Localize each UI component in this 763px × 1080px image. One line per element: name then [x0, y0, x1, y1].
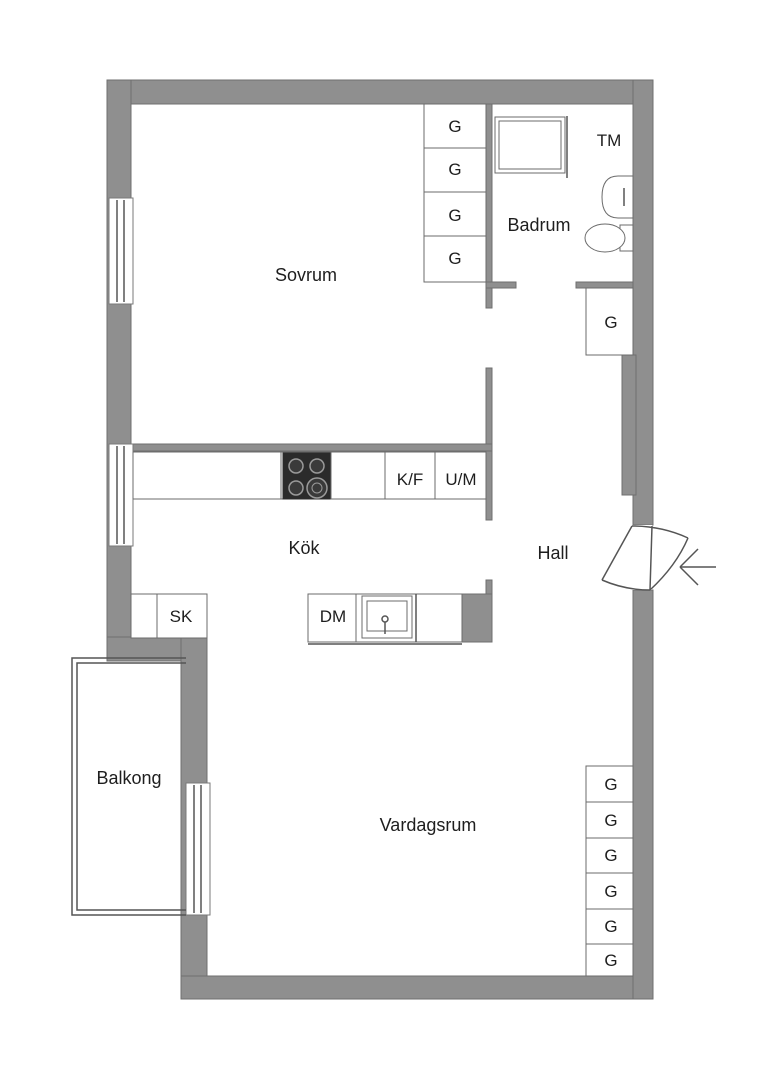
wardrobe-living-2 [585, 801, 634, 839]
wardrobe-bedroom-1 [423, 103, 487, 149]
wardrobe-living-5 [585, 908, 634, 945]
label-wardrobe: G [604, 882, 617, 901]
entrance-door [601, 525, 689, 591]
label-dishwasher: DM [320, 607, 346, 626]
label-wardrobe: G [448, 160, 461, 179]
label-oven-microwave: U/M [445, 470, 476, 489]
label-wardrobe: G [604, 951, 617, 970]
tall-cabinet [130, 593, 208, 639]
wall-bottom [180, 975, 654, 1000]
label-fridge-freezer: K/F [397, 470, 423, 489]
label-wardrobe: G [604, 775, 617, 794]
wardrobe-hall-top [585, 287, 634, 356]
label-wardrobe: G [448, 249, 461, 268]
label-wardrobe: G [448, 117, 461, 136]
label-wardrobe: G [604, 846, 617, 865]
washbasin-icon [601, 175, 634, 219]
label-tall-cabinet: SK [170, 607, 193, 626]
window-kitchen [108, 443, 134, 547]
wardrobe-bedroom-4 [423, 235, 487, 283]
bathroom-fixtures [494, 116, 634, 253]
wardrobe-bedroom-3 [423, 191, 487, 237]
wall-top [106, 79, 654, 105]
kitchen-counter [132, 451, 487, 500]
bedroom-wardrobes [423, 103, 487, 283]
living-wardrobes [585, 765, 634, 977]
wall-hall-niche [621, 354, 637, 496]
wardrobe-living-3 [585, 837, 634, 874]
counter-segment [132, 451, 282, 500]
interior-walls [130, 103, 637, 643]
window-living-balcony [185, 782, 211, 916]
window-bedroom [108, 197, 134, 305]
label-wardrobe: G [604, 917, 617, 936]
label-wardrobe: G [604, 313, 617, 332]
wardrobe-living-6 [585, 943, 634, 977]
toilet-icon [584, 223, 634, 253]
wardrobe-living-4 [585, 872, 634, 910]
wall-bedroom-kitchen [130, 443, 493, 452]
room-label-balkong: Balkong [96, 768, 161, 788]
windows [108, 197, 211, 916]
room-label-vardagsrum: Vardagsrum [380, 815, 477, 835]
wall-right-lower [632, 589, 654, 1000]
fridge-freezer [384, 451, 436, 500]
wall-bath-bottom-right [575, 281, 634, 289]
entrance-arrow-icon [679, 548, 716, 586]
wall-kitchen-island-end [461, 593, 493, 643]
dishwasher [307, 593, 357, 643]
exterior-walls [106, 79, 654, 1000]
oven-microwave [434, 451, 487, 500]
wall-left-upper [106, 79, 132, 661]
wall-bath-bottom-left [485, 281, 517, 289]
room-label-badrum: Badrum [507, 215, 570, 235]
kitchen-island [307, 593, 463, 645]
room-label-kok: Kök [288, 538, 320, 558]
wardrobe-bedroom-2 [423, 147, 487, 193]
label-wardrobe: G [448, 206, 461, 225]
sink-icon [361, 595, 413, 639]
label-washing-machine: TM [597, 131, 622, 150]
wall-bedroom-bath [485, 103, 493, 309]
label-wardrobe: G [604, 811, 617, 830]
balcony [71, 657, 186, 916]
room-label-sovrum: Sovrum [275, 265, 337, 285]
room-label-hall: Hall [537, 543, 568, 563]
